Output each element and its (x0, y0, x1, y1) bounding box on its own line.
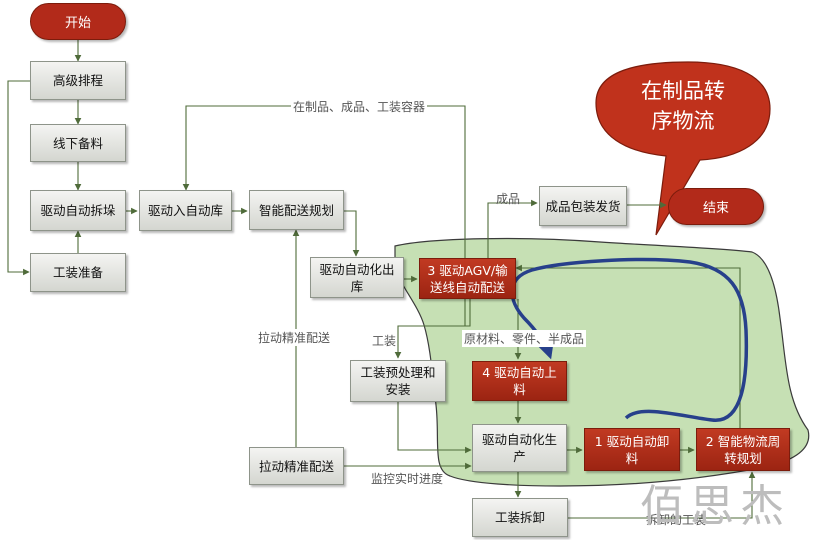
node-scheduling: 高级排程 (30, 61, 126, 100)
label-materials: 原材料、零件、半成品 (462, 330, 587, 347)
circulation-loop-arrow (510, 257, 749, 422)
callout-line-1: 在制品转 (641, 79, 725, 103)
arrow-unloaded-tooling (568, 471, 756, 519)
node-driver-unstack: 驱动自动拆垛 (30, 190, 126, 231)
node-pull-dispatch: 拉动精准配送 (249, 447, 344, 485)
arrow-logistics-agv (515, 264, 741, 428)
arrow-agv-tooling-pre (394, 299, 471, 359)
arrow-plan-outbound (344, 210, 360, 257)
node-driver-auto-outbound: 驱动自动化出库 (310, 257, 404, 298)
node-logistics-planning: 2 智能物流周转规划 (696, 428, 790, 471)
callout-bubble (595, 61, 771, 236)
arrow-agv-packaging (487, 199, 538, 258)
label-monitor-progress: 监控实时进度 (371, 472, 444, 486)
callout-text: 在制品转 序物流 (612, 76, 754, 136)
label-finished-goods: 成品 (496, 192, 521, 206)
node-auto-unloading: 1 驱动自动卸料 (584, 428, 680, 471)
node-driver-to-warehouse: 驱动入自动库 (139, 190, 232, 231)
node-auto-production: 驱动自动化生产 (472, 424, 567, 472)
watermark: 佰思杰 (640, 481, 790, 532)
node-tooling-preprocess: 工装预处理和安装 (350, 360, 446, 402)
label-pull-dispatch: 拉动精准配送 (256, 329, 333, 346)
node-smart-dispatch-plan: 智能配送规划 (249, 190, 344, 230)
node-tooling-prep: 工装准备 (30, 253, 126, 292)
node-auto-feeding: 4 驱动自动上料 (472, 361, 567, 401)
node-packaging-shipping: 成品包装发货 (539, 186, 627, 226)
arrow-toolpre-production (397, 402, 472, 454)
node-tooling-unload: 工装拆卸 (472, 498, 568, 537)
arrow-scheduling-tooling (7, 80, 30, 276)
callout-line-2: 序物流 (651, 109, 715, 133)
label-tooling: 工装 (372, 334, 397, 348)
node-agv-delivery: 3 驱动AGV/输送线自动配送 (419, 258, 516, 299)
start-terminal: 开始 (30, 3, 126, 40)
node-offline-prep: 线下备料 (30, 124, 126, 162)
label-wip-containers: 在制品、成品、工装容器 (291, 98, 428, 115)
label-unloaded-tooling: 拆卸的工装 (646, 513, 707, 527)
end-terminal: 结束 (668, 188, 764, 225)
